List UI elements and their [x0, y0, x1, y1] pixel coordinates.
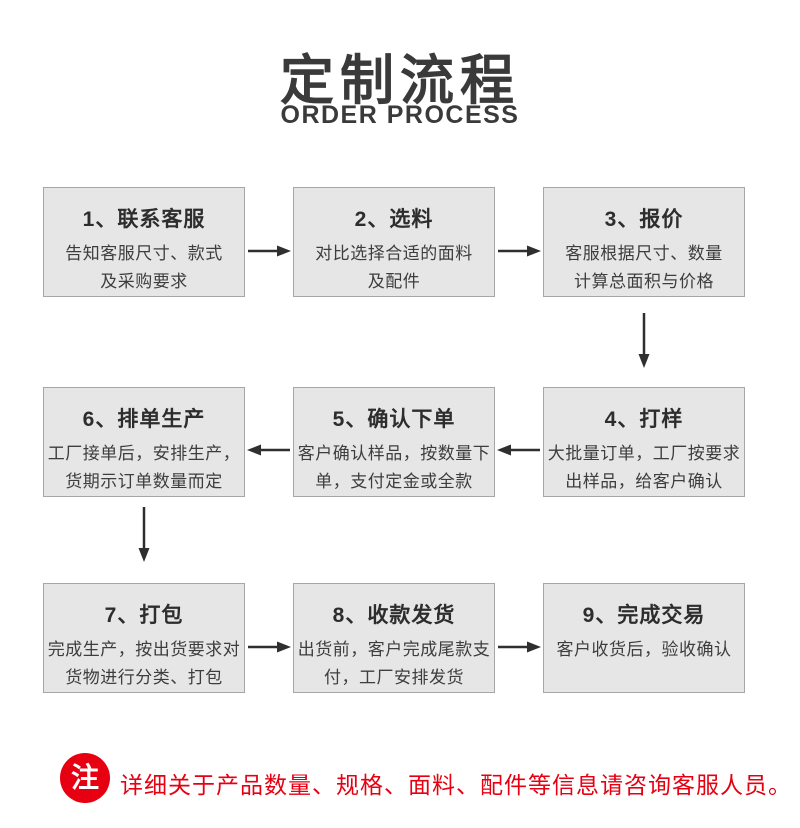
step-6-desc-line-2: 货期示订单数量而定: [65, 472, 223, 491]
step-4-desc-line-2: 出样品，给客户确认: [565, 472, 723, 491]
step-9-title: 9、完成交易: [582, 604, 706, 627]
step-9-desc-line-1: 客户收货后，验收确认: [556, 640, 732, 659]
step-3-desc-line-2: 计算总面积与价格: [574, 272, 714, 291]
step-4-desc-line-1: 大批量订单，工厂按要求: [547, 444, 741, 463]
step-6-desc-line-1: 工厂接单后，安排生产，: [47, 444, 241, 463]
step-8-desc-line-1: 出货前，客户完成尾款支: [297, 640, 491, 659]
step-1-desc-line-2: 及采购要求: [100, 272, 188, 291]
step-box-3: 3、报价 客服根据尺寸、数量 计算总面积与价格: [543, 187, 745, 297]
step-box-6: 6、排单生产 工厂接单后，安排生产， 货期示订单数量而定: [43, 387, 245, 497]
arrow-right-icon: [498, 641, 541, 653]
arrow-down-icon: [138, 507, 150, 562]
step-7-desc-line-2: 货物进行分类、打包: [65, 668, 223, 687]
step-box-8: 8、收款发货 出货前，客户完成尾款支 付，工厂安排发货: [293, 583, 495, 693]
step-5-desc-line-1: 客户确认样品，按数量下: [297, 444, 491, 463]
page-subtitle: ORDER PROCESS: [280, 101, 520, 129]
step-5-title: 5、确认下单: [332, 408, 456, 431]
arrow-right-icon: [248, 641, 291, 653]
step-box-7: 7、打包 完成生产，按出货要求对 货物进行分类、打包: [43, 583, 245, 693]
step-5-desc-line-2: 单，支付定金或全款: [315, 472, 473, 491]
arrow-left-icon: [497, 444, 540, 456]
arrow-right-icon: [248, 245, 291, 257]
arrow-right-icon: [498, 245, 541, 257]
step-1-title: 1、联系客服: [82, 208, 206, 231]
step-3-title: 3、报价: [604, 208, 684, 231]
step-8-title: 8、收款发货: [332, 604, 456, 627]
note-badge: 注: [60, 753, 110, 803]
step-2-title: 2、选料: [354, 208, 434, 231]
step-4-title: 4、打样: [604, 408, 684, 431]
note-text: 详细关于产品数量、规格、面料、配件等信息请咨询客服人员。: [120, 772, 792, 798]
step-3-desc-line-1: 客服根据尺寸、数量: [565, 244, 723, 263]
arrow-down-icon: [638, 313, 650, 368]
step-7-desc-line-1: 完成生产，按出货要求对: [47, 640, 241, 659]
step-8-desc-line-2: 付，工厂安排发货: [324, 668, 464, 687]
page-title: 定制流程: [280, 51, 520, 111]
step-7-title: 7、打包: [104, 604, 184, 627]
step-2-desc-line-2: 及配件: [367, 272, 421, 291]
step-1-desc-line-1: 告知客服尺寸、款式: [65, 244, 223, 263]
arrow-left-icon: [247, 444, 290, 456]
step-6-title: 6、排单生产: [82, 408, 206, 431]
step-2-desc-line-1: 对比选择合适的面料: [315, 244, 473, 263]
step-box-4: 4、打样 大批量订单，工厂按要求 出样品，给客户确认: [543, 387, 745, 497]
step-box-1: 1、联系客服 告知客服尺寸、款式 及采购要求: [43, 187, 245, 297]
step-box-9: 9、完成交易 客户收货后，验收确认: [543, 583, 745, 693]
step-box-5: 5、确认下单 客户确认样品，按数量下 单，支付定金或全款: [293, 387, 495, 497]
step-box-2: 2、选料 对比选择合适的面料 及配件: [293, 187, 495, 297]
